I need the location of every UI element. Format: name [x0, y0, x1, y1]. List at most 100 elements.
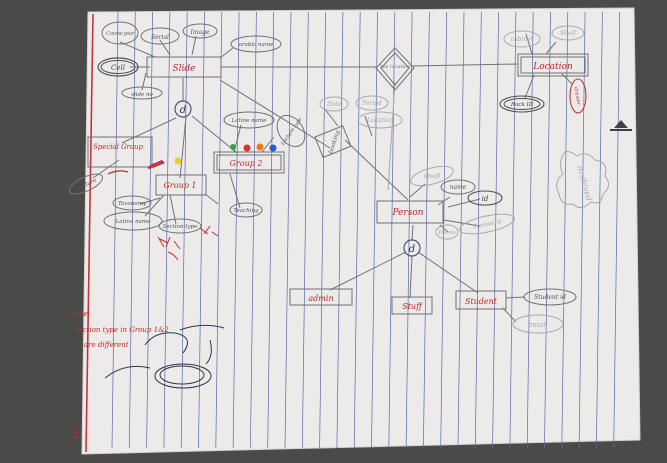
svg-text:id: id — [482, 195, 489, 203]
ruled-line — [319, 11, 326, 449]
ruled-line — [509, 11, 517, 449]
attribute-id: id — [467, 190, 503, 206]
attribute-rack-id: Rack ID — [499, 95, 545, 113]
entity-stuff-label: Stuff — [402, 302, 423, 311]
svg-text:Image: Image — [189, 29, 209, 36]
attribute-taxonomy: Taxonomy — [112, 195, 152, 211]
attribute-student-id: Student id — [523, 288, 577, 306]
red-scribbles — [72, 225, 219, 439]
triangle-marker — [610, 120, 632, 131]
entity-slide-label: Slide — [172, 64, 195, 74]
entity-slide: Slide — [146, 56, 222, 78]
svg-text:Date: Date — [326, 101, 342, 108]
attribute-booking-location: Location — [357, 111, 403, 129]
entity-group-2: Group 2 — [213, 151, 285, 174]
attribute-phone: Phone — [435, 224, 459, 240]
attribute-course-year: Course year — [101, 21, 139, 45]
svg-text:drawer: drawer — [572, 87, 581, 107]
specialization-person-label: d — [409, 244, 415, 255]
attribute-student-email: email — [512, 314, 564, 334]
ruled-line — [440, 11, 448, 449]
attribute-section-type: Section type — [158, 218, 202, 234]
ruled-line — [198, 11, 205, 449]
ruled-line — [423, 11, 430, 449]
ruled-line — [163, 11, 171, 449]
svg-text:note:: note: — [72, 310, 90, 318]
ruled-line — [180, 11, 188, 449]
ruled-line — [146, 11, 153, 449]
svg-text:arabic name: arabic name — [239, 42, 274, 48]
entity-stuff: Stuff — [391, 296, 433, 315]
entity-group-1: Group 1 — [155, 174, 207, 196]
entity-person: Person — [376, 200, 444, 224]
paper-sheet — [81, 7, 641, 455]
ruled-line — [561, 11, 569, 449]
entity-special-group: Special Group — [87, 136, 153, 168]
attribute-group2-latine-name: Latine name — [223, 111, 275, 129]
svg-text:name: name — [450, 184, 467, 191]
ruled-line — [526, 11, 534, 449]
attribute-slide-no: slide no — [121, 86, 163, 100]
ruled-line — [232, 11, 240, 449]
ruled-lines — [111, 11, 621, 449]
relationship-has-location: has location — [375, 47, 415, 91]
ruled-line — [284, 11, 292, 449]
attribute-teaching: Teaching — [229, 202, 263, 218]
ruled-line — [336, 11, 344, 449]
svg-text:Serial: Serial — [151, 34, 169, 41]
entity-student-label: Student — [465, 297, 498, 306]
attribute-date: Date — [319, 96, 349, 112]
svg-text:Student id: Student id — [534, 294, 566, 301]
pen-scribble — [104, 324, 225, 389]
svg-text:Location: Location — [366, 117, 393, 124]
svg-text:Period: Period — [361, 100, 382, 107]
attribute-image: Image — [182, 23, 218, 39]
handwritten-note: note: section type in Group 1&2 are diff… — [72, 310, 169, 349]
svg-text:Cell: Cell — [111, 64, 125, 72]
specialization-slide: d — [174, 100, 192, 118]
svg-text:email: email — [424, 173, 441, 180]
entity-location-label: Location — [532, 62, 573, 72]
entity-location: Location — [517, 53, 589, 77]
relationship-has-location-label: has location — [380, 64, 411, 70]
attribute-cell: Cell — [97, 57, 139, 77]
entity-special-group-label: Special Group — [93, 143, 144, 151]
entity-student: Student — [455, 290, 507, 310]
svg-text:Course year: Course year — [106, 31, 134, 37]
svg-text:email: email — [528, 321, 547, 329]
attribute-arabic-name: arabic name — [230, 35, 282, 53]
svg-text:Shelf: Shelf — [560, 30, 577, 37]
svg-text:Teaching: Teaching — [233, 208, 259, 214]
svg-text:are different: are different — [84, 341, 129, 349]
ruled-line — [267, 11, 275, 449]
ruled-line — [613, 11, 621, 449]
svg-text:cabinet: cabinet — [511, 36, 534, 43]
ruled-line — [405, 11, 413, 449]
svg-text:Latine name: Latine name — [231, 118, 267, 124]
attribute-group1-latine-name: Latine name — [103, 211, 163, 231]
ruled-line — [388, 11, 396, 449]
svg-text:Section type: Section type — [163, 224, 199, 230]
svg-text:Taxonomy: Taxonomy — [118, 201, 147, 207]
entity-admin-label: admin — [308, 294, 333, 303]
attribute-period: Period — [355, 95, 389, 111]
ruled-line — [111, 11, 119, 449]
ruled-line — [596, 11, 603, 449]
svg-text:Latine name: Latine name — [115, 219, 151, 225]
attribute-drawer: drawer — [569, 78, 587, 114]
specialization-person: d — [403, 239, 421, 257]
attribute-shelf: Shelf — [551, 25, 585, 41]
connector-lines — [92, 33, 573, 323]
ruled-line — [301, 11, 309, 449]
entity-person-label: Person — [391, 208, 423, 218]
ruled-line — [457, 11, 465, 449]
attribute-serial: Serial — [140, 27, 180, 45]
ruled-line — [544, 11, 551, 449]
ruled-line — [371, 11, 378, 449]
entity-group-1-label: Group 1 — [164, 181, 197, 190]
svg-text:Rack ID: Rack ID — [510, 102, 534, 108]
ruled-line — [215, 11, 223, 449]
margin-line — [85, 13, 94, 453]
